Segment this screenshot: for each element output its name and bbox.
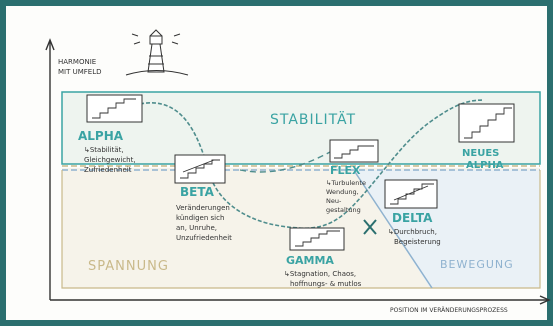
beta-arrow <box>182 159 215 173</box>
beta-box <box>174 154 226 184</box>
phase-gamma-desc-2: hoffnungs- & mutlos <box>290 280 362 288</box>
phase-alpha-desc-3: Zufriedenheit <box>84 166 132 174</box>
stability-zone-border <box>61 91 541 165</box>
x-axis-arrow <box>539 295 551 305</box>
change-curve <box>139 99 485 229</box>
gamma-steps <box>295 230 340 247</box>
breakthrough-mark <box>363 219 377 235</box>
delta-steps <box>390 183 434 205</box>
phase-delta-desc-1: ↳Durchbruch, <box>388 228 437 236</box>
flex-steps <box>334 145 374 159</box>
phase-beta-name: BETA <box>180 185 215 199</box>
phase-delta-name: DELTA <box>392 211 433 225</box>
flex-box <box>329 139 379 163</box>
phase-delta-desc-2: Begeisterung <box>394 238 441 246</box>
phase-beta-desc-1: Veränderungen <box>176 204 230 212</box>
phase-alpha-desc-2: Gleichgewicht, <box>84 156 136 164</box>
alpha-box <box>86 94 143 123</box>
y-axis-arrow <box>45 38 55 51</box>
tension-zone-label: SPANNUNG <box>88 259 169 274</box>
gamma-box <box>289 227 345 251</box>
alternate-path <box>239 151 331 173</box>
phase-flex-desc-1: ↳Turbulente <box>326 179 366 187</box>
phase-flex-desc-3: Neu- <box>326 197 342 205</box>
phase-flex-desc-4: gestaltung <box>326 206 361 214</box>
tension-zone-border <box>61 170 541 289</box>
x-axis-label: POSITION IM VERÄNDERUNGSPROZESS <box>390 307 508 314</box>
lighthouse-icon <box>125 29 189 76</box>
neues-alpha-steps <box>464 107 512 139</box>
y-axis-label-2: MIT UMFELD <box>58 68 102 76</box>
y-axis-label-1: HARMONIE <box>58 58 96 66</box>
phase-beta-desc-2: kündigen sich <box>176 214 224 222</box>
phase-neues-alpha-name-2: ALPHA <box>466 160 504 171</box>
phase-neues-alpha-name-1: NEUES <box>462 148 499 159</box>
stability-zone-label: STABILITÄT <box>270 110 356 128</box>
phase-gamma-desc-1: ↳Stagnation, Chaos, <box>284 270 356 278</box>
movement-zone-label: BEWEGUNG <box>440 258 514 271</box>
beta-steps <box>180 159 220 179</box>
phase-flex-name: FLEX <box>330 164 361 177</box>
alpha-steps <box>92 98 136 119</box>
delta-arrow <box>393 185 429 201</box>
neues-alpha-box <box>458 103 515 143</box>
phase-beta-desc-3: an, Unruhe, <box>176 224 217 232</box>
phase-beta-desc-4: Unzufriedenheit <box>176 234 232 242</box>
phase-alpha-desc-1: ↳Stabilität, <box>84 146 124 154</box>
phase-alpha-name: ALPHA <box>78 129 124 143</box>
phase-gamma-name: GAMMA <box>286 254 334 267</box>
movement-zone-edge <box>354 171 433 289</box>
phase-flex-desc-2: Wendung, <box>326 188 359 196</box>
